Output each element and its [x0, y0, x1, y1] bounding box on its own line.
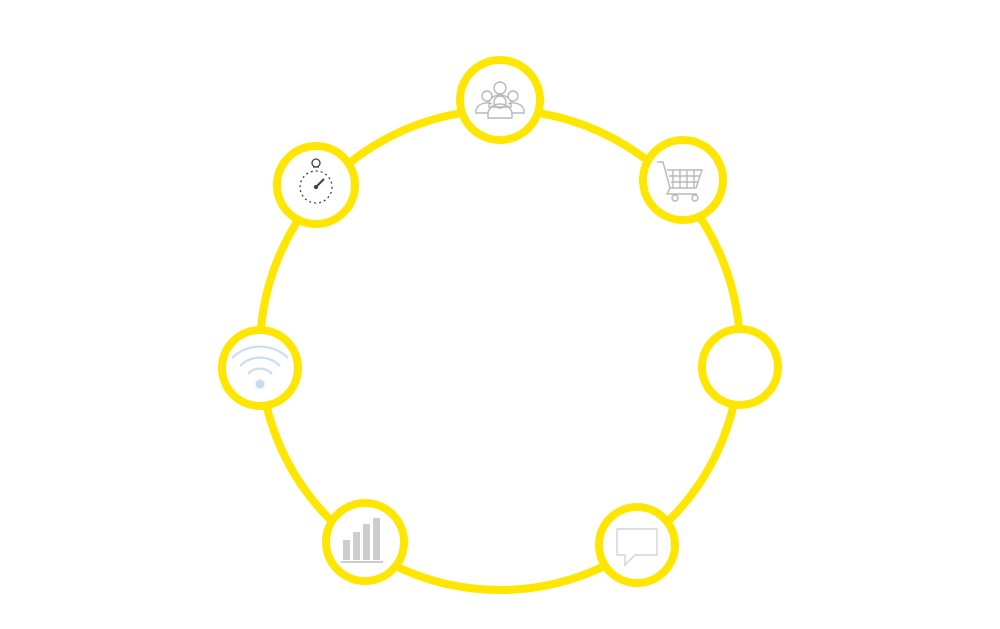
node-growth[interactable] — [322, 499, 408, 585]
team-icon — [475, 81, 525, 119]
wifi-icon — [231, 345, 289, 389]
node-cart[interactable] — [639, 136, 727, 224]
shopping-cart-icon — [657, 161, 703, 202]
speech-bubble-icon — [616, 528, 658, 567]
node-team[interactable] — [456, 56, 544, 144]
stopwatch-icon — [299, 158, 333, 204]
node-timer[interactable] — [273, 142, 359, 228]
node-wifi[interactable] — [218, 326, 302, 410]
node-chat[interactable] — [595, 503, 679, 587]
node-blank[interactable] — [698, 325, 782, 409]
bar-chart-icon — [341, 518, 383, 563]
